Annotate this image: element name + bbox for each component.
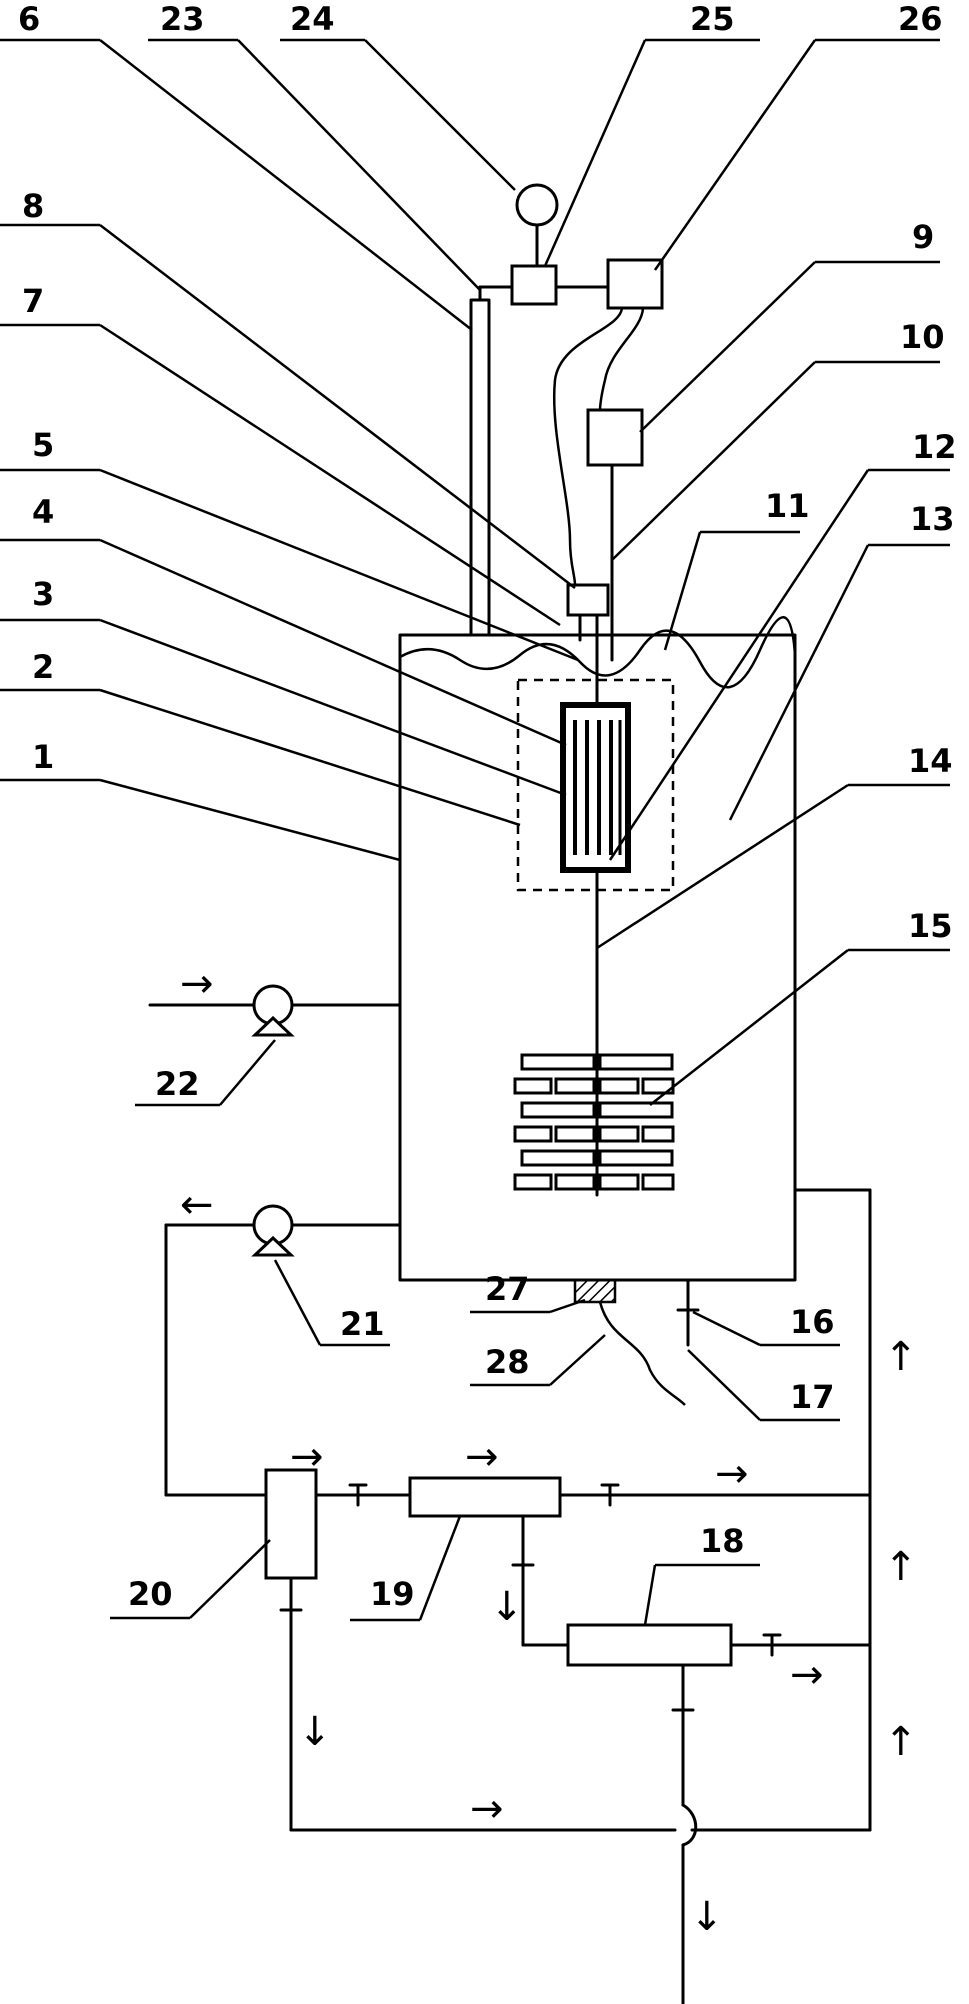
label-13: 13 — [910, 500, 955, 538]
controller-box — [586, 408, 644, 467]
label-14: 14 — [908, 742, 953, 780]
flow-arrow-up-1: ↑ — [884, 1334, 918, 1380]
flow-arrow-in: → — [180, 961, 214, 1007]
label-10: 10 — [900, 318, 945, 356]
electrode-enclosure — [516, 678, 675, 892]
label-21: 21 — [340, 1305, 385, 1343]
label-8: 8 — [22, 187, 44, 225]
gas-inlet-pipe — [469, 298, 491, 637]
stirrer-blades — [513, 1053, 675, 1191]
flow-arrow-right-4: → — [790, 1652, 824, 1698]
electrode-plates — [573, 720, 622, 855]
label-12: 12 — [912, 428, 957, 466]
label-17: 17 — [790, 1378, 835, 1416]
filter-18 — [566, 1623, 733, 1667]
electrode-frame — [560, 702, 631, 873]
label-27: 27 — [485, 1270, 530, 1308]
label-20: 20 — [128, 1575, 173, 1613]
connector — [566, 583, 610, 617]
regulator-box — [510, 264, 558, 306]
flow-arrow-right-3: → — [715, 1451, 749, 1497]
leader-lines — [0, 38, 950, 1626]
label-26: 26 — [898, 0, 943, 38]
label-19: 19 — [370, 1575, 415, 1613]
label-18: 18 — [700, 1522, 745, 1560]
liquid-surface — [399, 616, 797, 689]
label-16: 16 — [790, 1303, 835, 1341]
label-7: 7 — [22, 282, 44, 320]
label-24: 24 — [290, 0, 335, 38]
flow-arrow-right-1: → — [290, 1434, 324, 1480]
label-28: 28 — [485, 1343, 530, 1381]
label-4: 4 — [32, 493, 54, 531]
bottom-plug — [573, 1278, 617, 1304]
flow-arrow-down-3: ↓ — [690, 1894, 724, 1940]
cable — [553, 307, 624, 586]
label-9: 9 — [912, 218, 934, 256]
separator-20 — [264, 1468, 318, 1580]
label-5: 5 — [32, 426, 54, 464]
filter-19 — [408, 1476, 562, 1518]
pressure-gauge — [515, 183, 559, 227]
flow-arrow-up-2: ↑ — [884, 1544, 918, 1590]
label-22: 22 — [155, 1065, 200, 1103]
label-25: 25 — [690, 0, 735, 38]
label-2: 2 — [32, 648, 54, 686]
label-15: 15 — [908, 907, 953, 945]
label-23: 23 — [160, 0, 205, 38]
label-3: 3 — [32, 575, 54, 613]
label-11: 11 — [765, 487, 810, 525]
flow-arrow-down-2: ↓ — [298, 1709, 332, 1755]
bottom-cable — [598, 1301, 686, 1406]
label-6: 6 — [18, 0, 40, 38]
label-1: 1 — [32, 738, 54, 776]
flow-arrow-down-1: ↓ — [490, 1584, 524, 1630]
flow-arrow-out: ← — [180, 1182, 214, 1228]
flow-arrow-right-5: → — [470, 1786, 504, 1832]
power-supply-box — [606, 258, 664, 310]
flow-arrow-up-3: ↑ — [884, 1719, 918, 1765]
flow-arrow-right-2: → — [465, 1434, 499, 1480]
